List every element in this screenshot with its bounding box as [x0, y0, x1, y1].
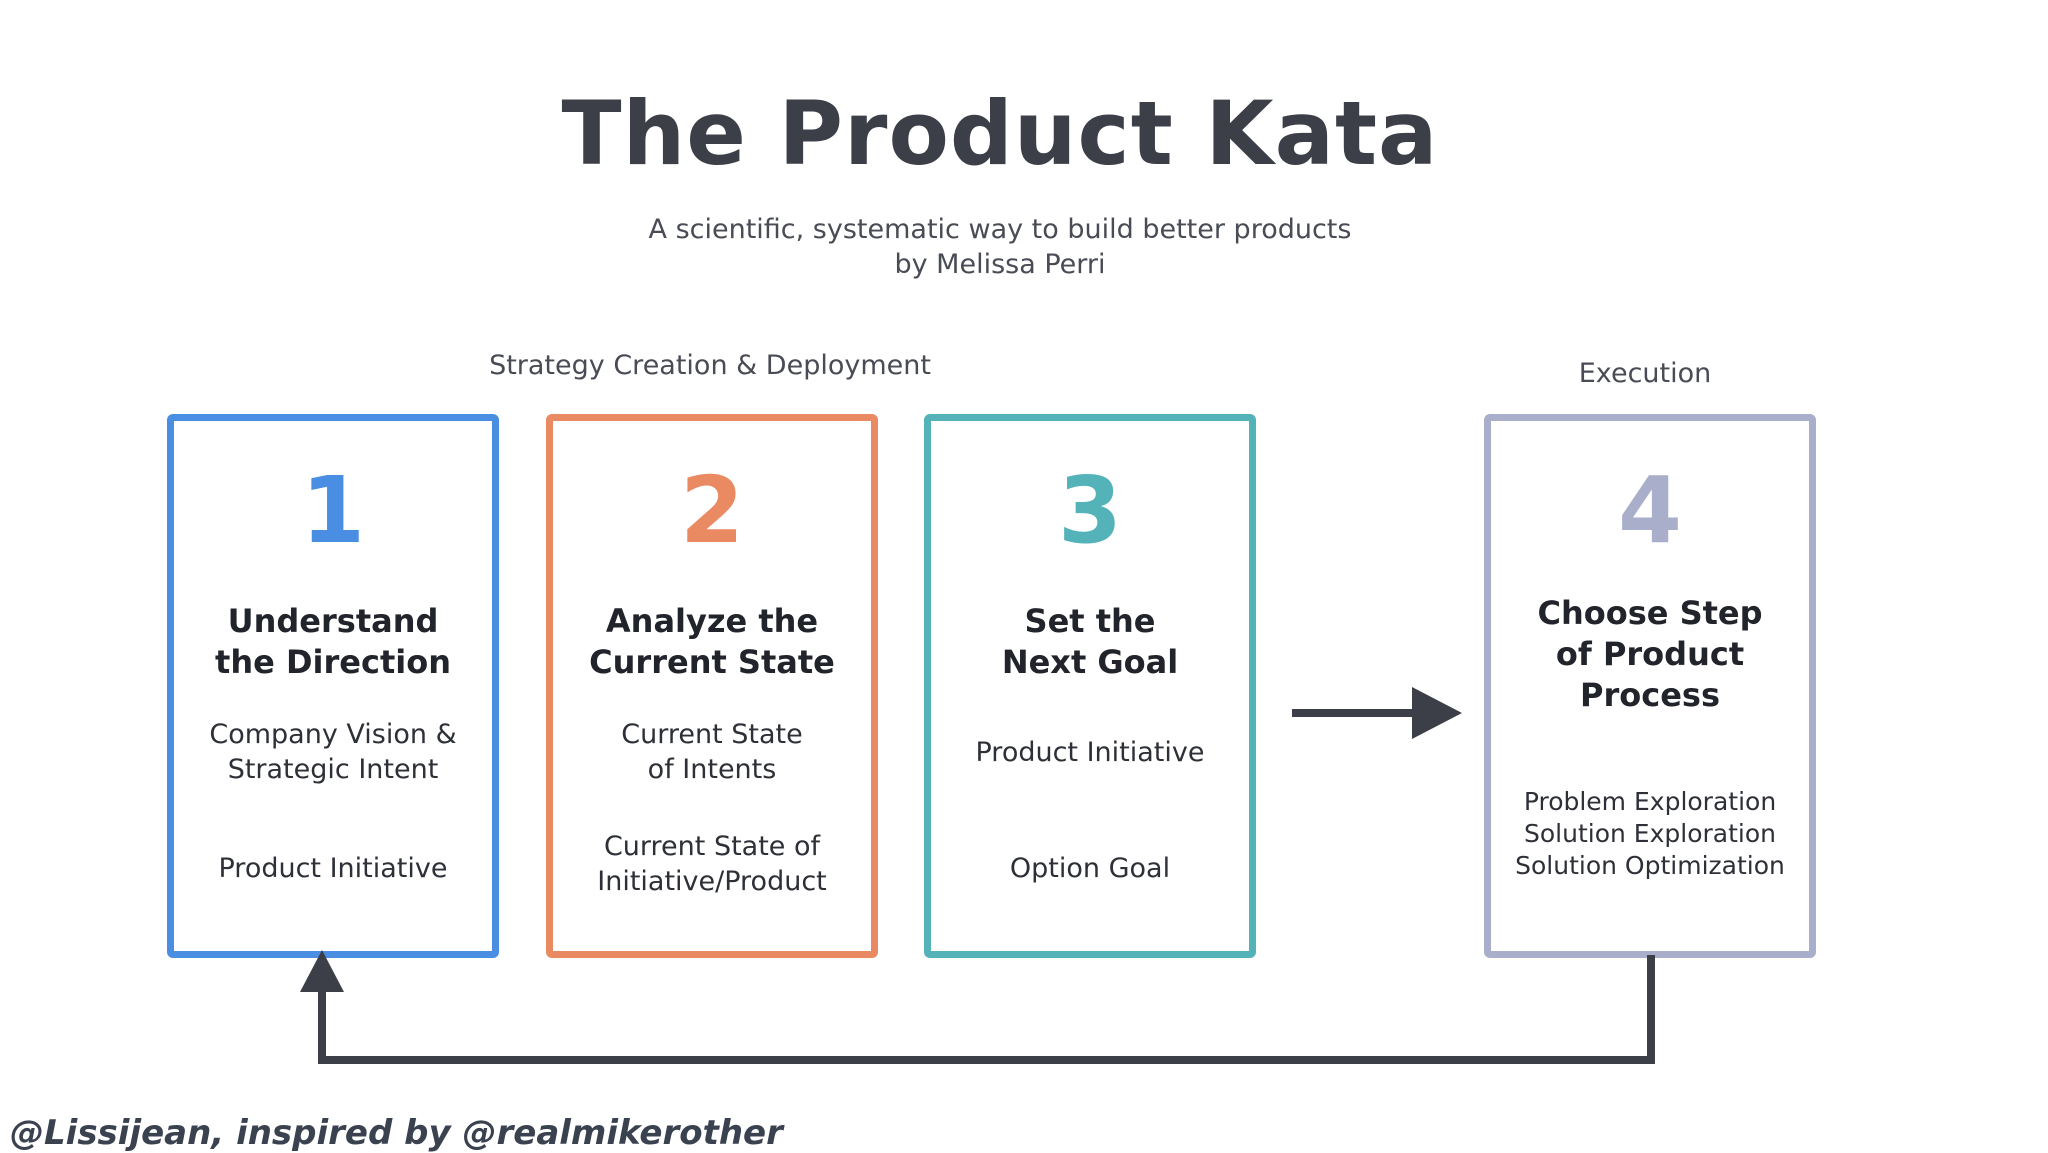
- credit-line: @Lissijean, inspired by @realmikerother: [10, 1113, 783, 1153]
- step-detail: Product Initiative: [218, 853, 448, 884]
- step-heading: Analyze the Current State: [589, 602, 835, 681]
- forward-arrow: [1292, 687, 1462, 739]
- step-number: 1: [300, 457, 365, 564]
- step-detail: Problem Exploration Solution Exploration…: [1515, 787, 1785, 880]
- step-detail: Current State of Initiative/Product: [597, 831, 827, 897]
- section-label-execution: Execution: [1578, 358, 1712, 389]
- feedback-loop-arrow: [300, 950, 1655, 1064]
- step-detail: Product Initiative: [975, 737, 1205, 768]
- step-card-1: 1 Understand the Direction Company Visio…: [167, 414, 499, 958]
- step-heading: Understand the Direction: [215, 602, 451, 681]
- step-card-3: 3 Set the Next Goal Product Initiative O…: [924, 414, 1256, 958]
- feedback-loop-path: [318, 955, 1655, 1064]
- diagram-title: The Product Kata: [561, 82, 1439, 185]
- step-number: 3: [1057, 457, 1122, 564]
- step-heading: Set the Next Goal: [1001, 602, 1179, 681]
- step-detail: Option Goal: [1009, 853, 1171, 884]
- step-card-4: 4 Choose Step of Product Process Problem…: [1484, 414, 1816, 958]
- step-detail: Current State of Intents: [621, 719, 803, 785]
- feedback-arrow-head: [300, 950, 344, 992]
- step-detail: Company Vision & Strategic Intent: [209, 719, 457, 785]
- step-number: 2: [679, 457, 744, 564]
- diagram-subtitle: A scientific, systematic way to build be…: [0, 212, 2000, 282]
- forward-arrow-head: [1412, 687, 1462, 739]
- step-heading: Choose Step of Product Process: [1537, 594, 1763, 714]
- step-number: 4: [1617, 457, 1682, 564]
- step-card-2: 2 Analyze the Current State Current Stat…: [546, 414, 878, 958]
- subtitle-text: A scientific, systematic way to build be…: [648, 214, 1352, 280]
- section-label-strategy: Strategy Creation & Deployment: [489, 350, 931, 381]
